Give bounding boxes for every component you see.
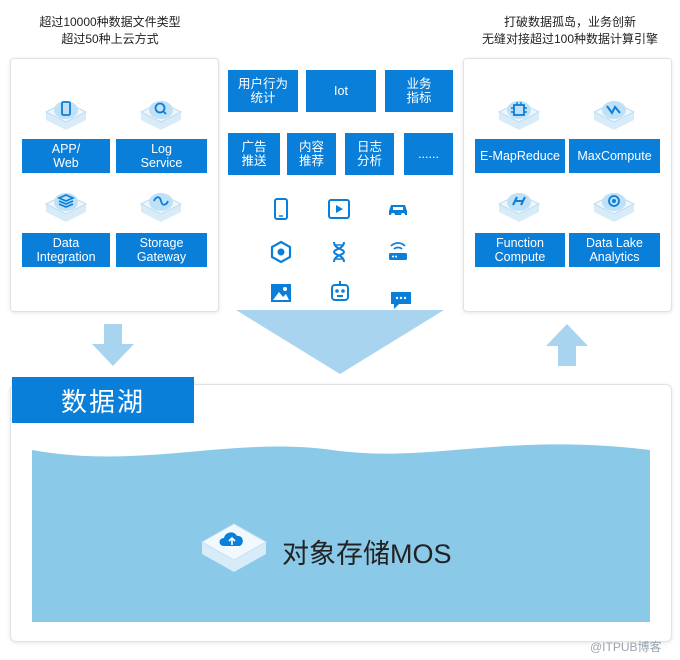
data-lake-analytics-button[interactable]: Data Lake Analytics <box>569 233 660 267</box>
lightning-icon <box>592 101 636 130</box>
tag-more[interactable]: ...... <box>404 133 453 175</box>
tablet-icon <box>274 198 288 220</box>
left-caption-line1: 超过10000种数据文件类型 <box>39 15 181 29</box>
ingestion-panel <box>10 58 219 312</box>
function-compute-button[interactable]: Function Compute <box>475 233 565 267</box>
mobile-icon <box>44 101 88 130</box>
lake-water <box>32 444 650 622</box>
left-caption: 超过10000种数据文件类型 超过50种上云方式 <box>20 14 200 48</box>
ingest-down-arrow <box>92 324 134 366</box>
chat-icon <box>391 292 411 309</box>
tag-log-analysis[interactable]: 日志 分析 <box>345 133 394 175</box>
storage-gateway-button[interactable]: Storage Gateway <box>116 233 207 267</box>
robot-icon <box>331 281 349 301</box>
app-web-button[interactable]: APP/ Web <box>22 139 110 173</box>
maxcompute-button[interactable]: MaxCompute <box>569 139 660 173</box>
function-icon <box>497 193 541 222</box>
tag-content-recommend[interactable]: 内容 推荐 <box>287 133 336 175</box>
chip-icon <box>497 101 541 130</box>
analytics-icon <box>592 193 636 222</box>
tag-iot[interactable]: Iot <box>306 70 376 112</box>
tag-ad-push[interactable]: 广告 推送 <box>228 133 280 175</box>
router-icon <box>389 242 407 260</box>
left-caption-line2: 超过50种上云方式 <box>61 32 159 46</box>
cloud-upload-icon <box>200 523 268 572</box>
cube-icon <box>270 240 292 264</box>
right-caption-line2: 无缝对接超过100种数据计算引擎 <box>481 32 659 46</box>
data-lake-title: 数据湖 <box>12 377 194 423</box>
layers-icon <box>44 193 88 222</box>
compute-panel <box>463 58 672 312</box>
down-funnel-arrow <box>236 310 444 374</box>
data-integration-button[interactable]: Data Integration <box>22 233 110 267</box>
dna-icon <box>332 241 346 263</box>
search-icon <box>139 101 183 130</box>
image-icon <box>271 284 291 302</box>
compute-up-arrow <box>546 324 588 366</box>
gateway-icon <box>139 193 183 222</box>
right-caption-line1: 打破数据孤岛，业务创新 <box>503 15 636 29</box>
play-icon <box>328 199 350 219</box>
log-service-button[interactable]: Log Service <box>116 139 207 173</box>
car-icon <box>389 205 407 217</box>
object-storage-label: 对象存储MOS <box>282 539 452 569</box>
watermark: @ITPUB博客 <box>590 640 662 654</box>
emapreduce-button[interactable]: E-MapReduce <box>475 139 565 173</box>
right-caption: 打破数据孤岛，业务创新 无缝对接超过100种数据计算引擎 <box>470 14 670 48</box>
tag-business-metrics[interactable]: 业务 指标 <box>385 70 453 112</box>
tag-user-behavior[interactable]: 用户行为 统计 <box>228 70 298 112</box>
